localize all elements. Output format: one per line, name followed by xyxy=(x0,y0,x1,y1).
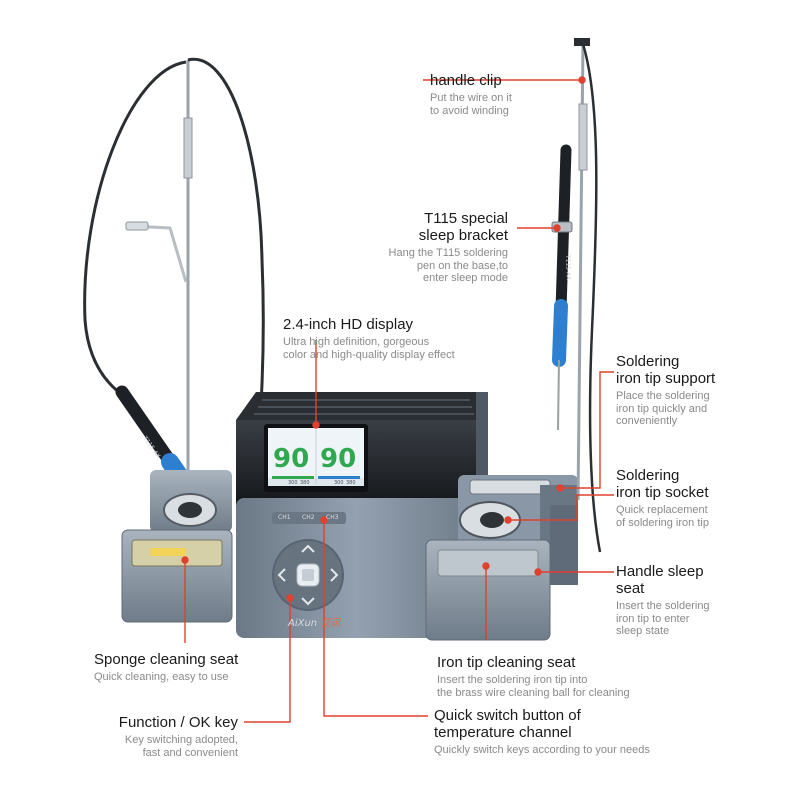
quick-switch-desc: Quickly switch keys according to your ne… xyxy=(434,744,650,756)
sleep-seat-title: Handle sleep seat xyxy=(616,563,704,597)
leader-quick-switch xyxy=(323,520,428,717)
quick-switch-title: Quick switch button of temperature chann… xyxy=(434,707,581,741)
callout-sleep-seat: Handle sleep seat Insert the soldering i… xyxy=(616,563,710,638)
callout-handle-clip: handle clip Put the wire on it to avoid … xyxy=(430,72,512,117)
callout-sponge: Sponge cleaning seat Quick cleaning, eas… xyxy=(94,651,238,684)
callout-sleep-bracket: T115 special sleep bracket Hang the T115… xyxy=(370,210,508,285)
callout-tip-socket: Soldering iron tip socket Quick replacem… xyxy=(616,467,709,529)
callout-cleaning-seat: Iron tip cleaning seat Insert the solder… xyxy=(437,654,630,699)
tip-socket-title: Soldering iron tip socket xyxy=(616,467,709,501)
callout-tip-support: Soldering iron tip support Place the sol… xyxy=(616,353,715,428)
callout-function-key: Function / OK key Key switching adopted,… xyxy=(98,714,238,759)
tip-support-title: Soldering iron tip support xyxy=(616,353,716,387)
ch3-key[interactable]: CH3 xyxy=(326,514,339,521)
tip-support-desc: Place the soldering iron tip quickly and… xyxy=(616,390,710,427)
right-handle-stand: T115 AX xyxy=(551,38,602,553)
right-handle-label: T115 AX xyxy=(564,254,572,280)
panel-value-2: 380 xyxy=(300,480,310,486)
ch2-key[interactable]: CH2 xyxy=(302,514,315,521)
readout-left: 90 xyxy=(273,444,310,474)
panel-value-4: 380 xyxy=(346,480,356,486)
sponge-title: Sponge cleaning seat xyxy=(94,651,239,668)
leader-function-key xyxy=(244,598,291,723)
right-handle-assembly xyxy=(425,475,578,641)
leader-tip-support xyxy=(560,371,614,489)
function-key-title: Function / OK key xyxy=(118,714,238,731)
tip-socket-desc: Quick replacement of soldering iron tip xyxy=(616,504,709,529)
cleaning-seat-desc: Insert the soldering iron tip into the b… xyxy=(437,674,630,699)
callout-quick-switch: Quick switch button of temperature chann… xyxy=(434,707,650,757)
sleep-seat-desc: Insert the soldering iron tip to enter s… xyxy=(616,600,710,637)
display-title: 2.4-inch HD display xyxy=(283,316,414,333)
readout-right: 90 xyxy=(320,444,357,474)
panel-value-3: 300 xyxy=(334,480,344,486)
display-desc: Ultra high definition, gorgeous color an… xyxy=(283,336,455,361)
handle-clip-title: handle clip xyxy=(430,72,502,89)
ch1-key[interactable]: CH1 xyxy=(278,514,291,521)
sleep-bracket-desc: Hang the T115 soldering pen on the base,… xyxy=(388,247,508,284)
brand-logo: AiXun 艾讯 xyxy=(288,618,341,629)
sponge-cleaning-seat xyxy=(121,529,233,623)
leader-lines xyxy=(181,76,614,723)
main-control-unit xyxy=(236,392,488,638)
panel-value-1: 300 xyxy=(288,480,298,486)
handle-clip-desc: Put the wire on it to avoid winding xyxy=(430,92,512,117)
function-key-desc: Key switching adopted, fast and convenie… xyxy=(124,734,238,759)
left-handle-stand: T115 AX xyxy=(83,57,265,532)
callout-display: 2.4-inch HD display Ultra high definitio… xyxy=(283,316,455,361)
sponge-desc: Quick cleaning, easy to use xyxy=(94,671,229,683)
sleep-bracket-title: T115 special sleep bracket xyxy=(418,210,508,244)
cleaning-seat-title: Iron tip cleaning seat xyxy=(437,654,576,671)
leader-tip-socket xyxy=(508,494,614,521)
